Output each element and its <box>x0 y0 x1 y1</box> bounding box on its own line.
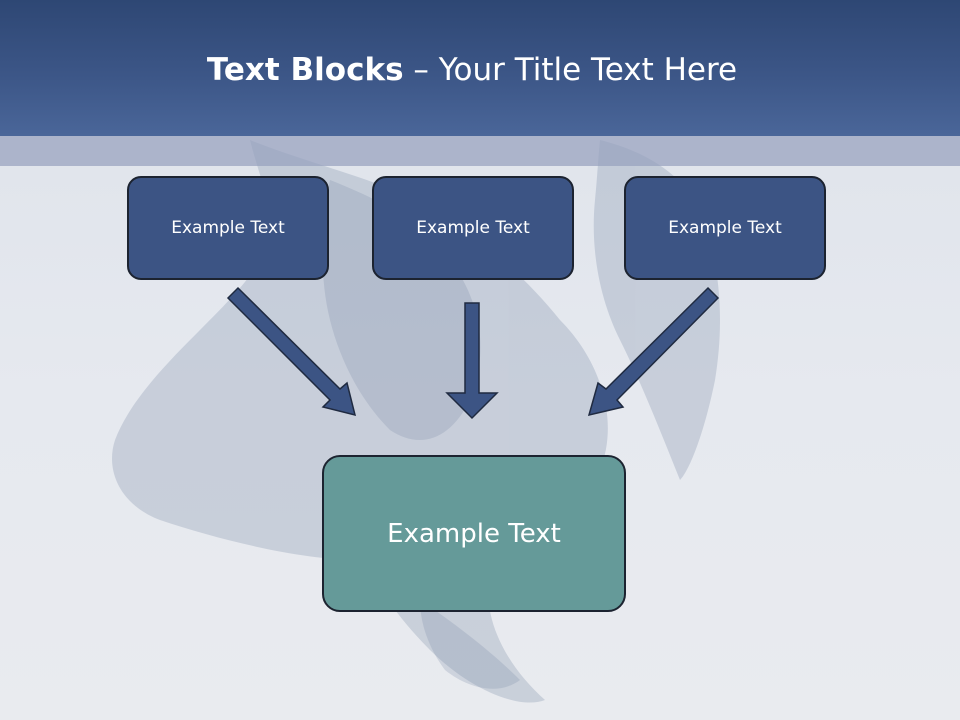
text-block-2-label: Example Text <box>416 218 530 238</box>
header-bar <box>0 0 960 136</box>
text-block-2[interactable]: Example Text <box>372 176 574 280</box>
text-block-1-label: Example Text <box>171 218 285 238</box>
result-text-block[interactable]: Example Text <box>322 455 626 612</box>
slide-title: Text Blocks – Your Title Text Here <box>0 52 944 88</box>
header-stripe <box>0 136 960 166</box>
title-dash: – <box>403 52 439 88</box>
title-rest: Your Title Text Here <box>438 52 738 88</box>
result-text-block-label: Example Text <box>387 518 561 549</box>
text-block-3[interactable]: Example Text <box>624 176 826 280</box>
title-bold-part: Text Blocks <box>206 52 404 88</box>
text-block-1[interactable]: Example Text <box>127 176 329 280</box>
text-block-3-label: Example Text <box>668 218 782 238</box>
